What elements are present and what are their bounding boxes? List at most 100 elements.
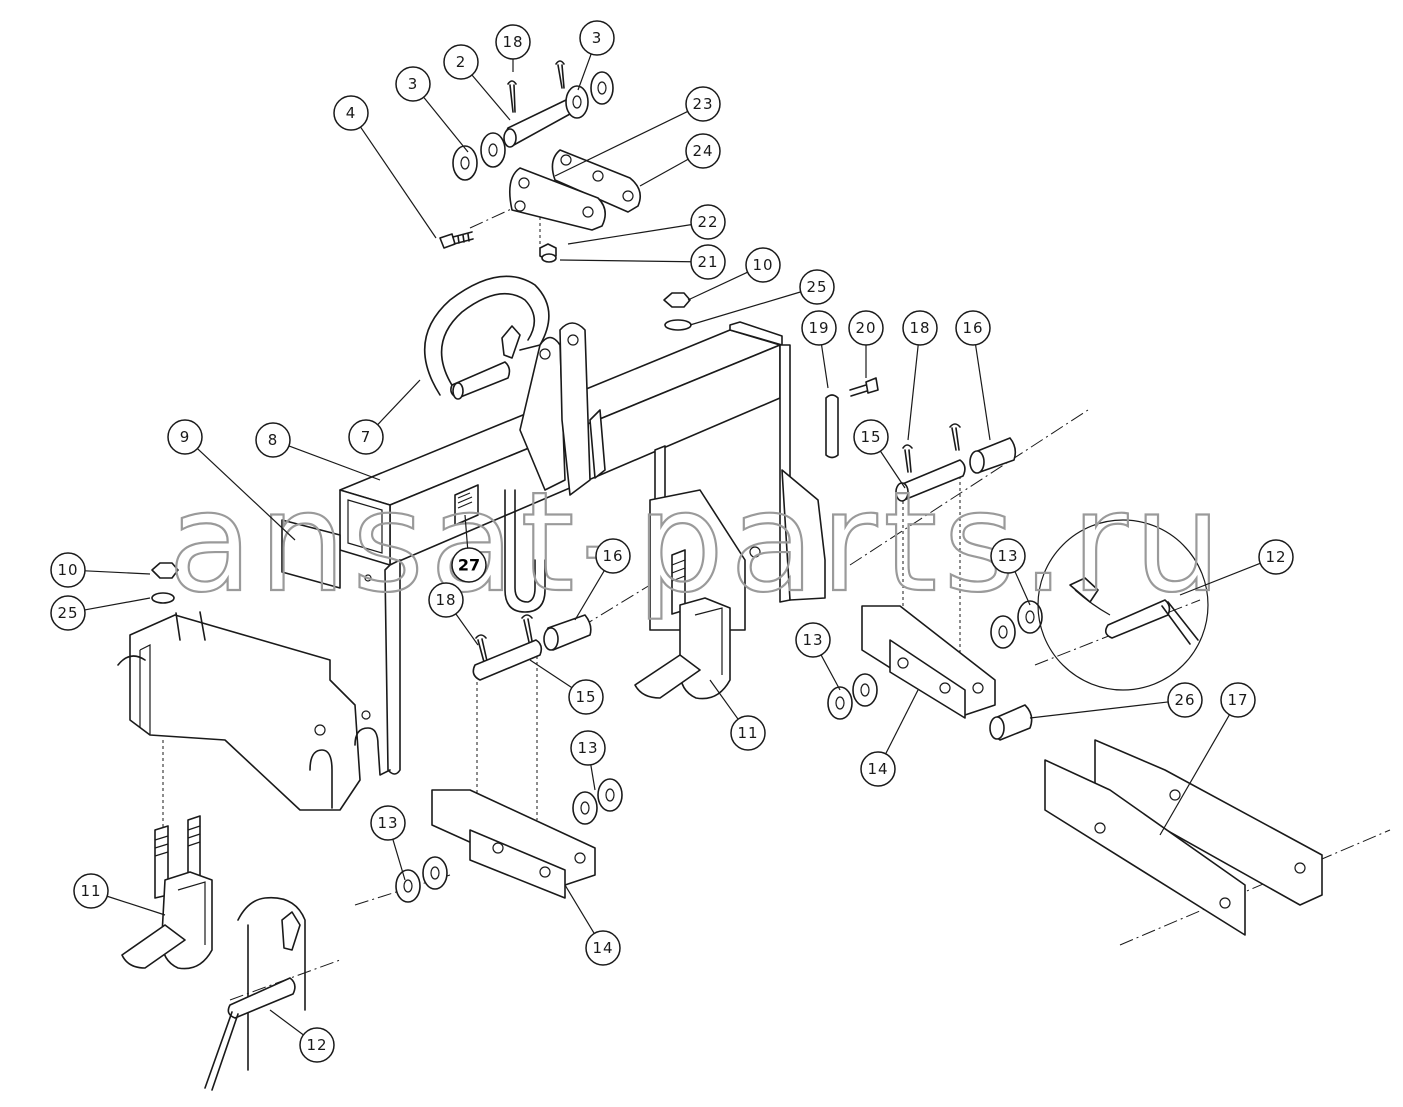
callout-2: 2: [443, 44, 511, 121]
callout-label: 2: [456, 53, 467, 71]
callout-label: 9: [180, 428, 191, 446]
callout-circle: [50, 595, 86, 631]
callout-circle: [568, 679, 604, 715]
callout-label: 3: [592, 29, 603, 47]
callout-27: 27: [451, 514, 487, 583]
callout-circle: [730, 715, 766, 751]
callout-leader-line: [455, 613, 479, 646]
callout-label: 16: [962, 319, 983, 337]
callout-10: 10: [50, 552, 151, 588]
callout-circle: [990, 538, 1026, 574]
callout-circle: [685, 133, 721, 169]
callout-leader-line: [84, 597, 151, 611]
callout-18: 18: [495, 24, 531, 72]
callout-circle: [795, 622, 831, 658]
callout-label: 15: [575, 688, 596, 706]
callout-circle: [255, 422, 291, 458]
callout-23: 23: [554, 86, 721, 177]
callout-circle: [570, 730, 606, 766]
callout-circle: [73, 873, 109, 909]
hook-pin-12-left: [204, 896, 306, 1091]
callout-leader-line: [574, 570, 605, 621]
callout-17: 17: [1159, 682, 1256, 836]
callout-label: 25: [806, 278, 827, 296]
callout-circle: [955, 310, 991, 346]
callout-leader-line: [360, 126, 437, 239]
callout-circle: [50, 552, 86, 588]
callout-label: 19: [808, 319, 829, 337]
callout-21: 21: [559, 244, 726, 280]
callout-leader-line: [269, 1009, 304, 1036]
callout-12: 12: [269, 1009, 335, 1063]
callout-leader-line: [689, 291, 801, 326]
callout-label: 10: [752, 256, 773, 274]
callout-12: 12: [1179, 539, 1294, 596]
watermark-text: ansat-parts.ru: [168, 462, 1227, 623]
callout-circle: [167, 419, 203, 455]
callout-circle: [1220, 682, 1256, 718]
callout-label: 13: [577, 739, 598, 757]
callout-circle: [1167, 682, 1203, 718]
left-frame-plate: [117, 562, 391, 811]
callout-leader-line: [196, 448, 296, 541]
callout-label: 13: [997, 547, 1018, 565]
callout-leader-line: [529, 659, 573, 689]
callout-leader-line: [288, 445, 381, 481]
callout-3: 3: [577, 20, 615, 91]
callout-14: 14: [564, 884, 621, 966]
callout-label: 20: [855, 319, 876, 337]
callout-leader-line: [1029, 701, 1169, 719]
callout-circle: [1258, 539, 1294, 575]
callout-circle: [443, 44, 479, 80]
callout-15: 15: [853, 419, 906, 489]
callout-circle: [451, 547, 487, 583]
callout-circle: [690, 244, 726, 280]
callout-11: 11: [709, 679, 766, 751]
callout-label: 4: [346, 104, 357, 122]
callout-leader-line: [471, 74, 511, 121]
callout-leader-line: [709, 679, 739, 720]
callout-circle: [495, 24, 531, 60]
callout-leader-line: [590, 764, 596, 791]
callout-leader-line: [907, 344, 919, 441]
callout-circle: [595, 538, 631, 574]
callout-leader-line: [567, 224, 692, 245]
callout-leader-line: [377, 379, 421, 426]
callout-10: 10: [687, 247, 781, 301]
callout-label: 18: [909, 319, 930, 337]
callout-label: 26: [1174, 691, 1195, 709]
callout-label: 11: [737, 724, 758, 742]
callout-label: 18: [435, 591, 456, 609]
callout-label: 18: [502, 33, 523, 51]
callout-circle: [848, 310, 884, 346]
callout-18: 18: [428, 582, 479, 646]
callout-circle: [799, 269, 835, 305]
callout-13: 13: [570, 730, 606, 791]
callout-leader-line: [639, 158, 689, 187]
callout-label: 12: [1265, 548, 1286, 566]
callout-leader-line: [974, 344, 991, 441]
callout-leader-line: [687, 271, 748, 301]
callout-circle: [902, 310, 938, 346]
callout-label: 10: [57, 561, 78, 579]
bracket-14-middle: [395, 778, 623, 903]
bracket-14-right: [825, 377, 1043, 741]
hook-7: [423, 275, 550, 400]
callout-label: 12: [306, 1036, 327, 1054]
callout-leader-line: [820, 654, 841, 691]
top-linkage-parts: [439, 60, 692, 331]
callout-label: 13: [802, 631, 823, 649]
callout-4: 4: [333, 95, 437, 239]
callout-24: 24: [639, 133, 721, 187]
callout-8: 8: [255, 422, 381, 481]
callout-leader-line: [106, 895, 166, 916]
callout-leader-line: [1179, 562, 1261, 596]
callout-leader-line: [464, 514, 469, 549]
callout-leader-line: [577, 53, 592, 91]
callout-11: 11: [73, 873, 166, 916]
callout-9: 9: [167, 419, 296, 541]
callout-label: 13: [377, 814, 398, 832]
callout-leader-line: [392, 839, 406, 881]
callout-circle: [299, 1027, 335, 1063]
